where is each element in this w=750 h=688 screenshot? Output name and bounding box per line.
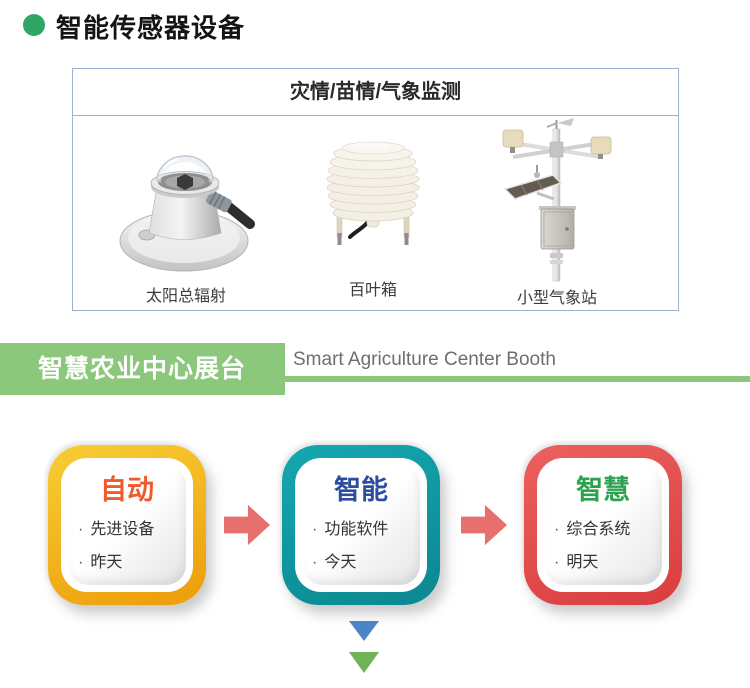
device-label: 小型气象站 <box>516 290 597 307</box>
card-item: ·先进设备 <box>78 521 155 538</box>
weather-station-image <box>497 117 617 288</box>
card-item: ·综合系统 <box>554 521 631 538</box>
device-label: 太阳总辐射 <box>145 288 226 305</box>
card-title: 自动 <box>100 475 154 505</box>
panel-title: 灾情/苗情/气象监测 <box>73 69 678 116</box>
bullet-icon: · <box>312 554 318 571</box>
louver-shield-image <box>320 139 426 264</box>
card-title: 智能 <box>334 475 388 505</box>
bullet-icon: · <box>312 521 318 538</box>
bullet-icon: · <box>78 554 84 571</box>
card-item: ·昨天 <box>78 554 123 571</box>
bullet-icon: · <box>78 521 84 538</box>
flow-card-wisdom: 智慧 ·综合系统 ·明天 <box>524 445 682 605</box>
device-label: 百叶箱 <box>348 282 397 299</box>
card-title: 智慧 <box>576 475 630 505</box>
sensor-device-panel: 灾情/苗情/气象监测 <box>72 68 679 311</box>
green-dot-icon <box>23 14 45 36</box>
page-title: 智能传感器设备 <box>56 13 246 43</box>
bullet-icon: · <box>554 554 560 571</box>
banner-underline <box>285 376 750 382</box>
card-item: ·今天 <box>312 554 357 571</box>
card-item: ·功能软件 <box>312 521 389 538</box>
arrow-down-green-icon <box>349 652 379 673</box>
arrow-right-icon <box>461 504 507 546</box>
arrow-down-blue-icon <box>349 621 379 641</box>
banner-title-en: Smart Agriculture Center Booth <box>293 349 556 370</box>
flow-card-auto: 自动 ·先进设备 ·昨天 <box>48 445 206 605</box>
flow-card-smart: 智能 ·功能软件 ·今天 <box>282 445 440 605</box>
pyranometer-image <box>117 129 255 286</box>
banner-title-cn: 智慧农业中心展台 <box>38 355 247 383</box>
arrow-right-icon <box>224 504 270 546</box>
bullet-icon: · <box>554 521 560 538</box>
section-banner: 智慧农业中心展台 <box>0 343 285 395</box>
card-item: ·明天 <box>554 554 599 571</box>
